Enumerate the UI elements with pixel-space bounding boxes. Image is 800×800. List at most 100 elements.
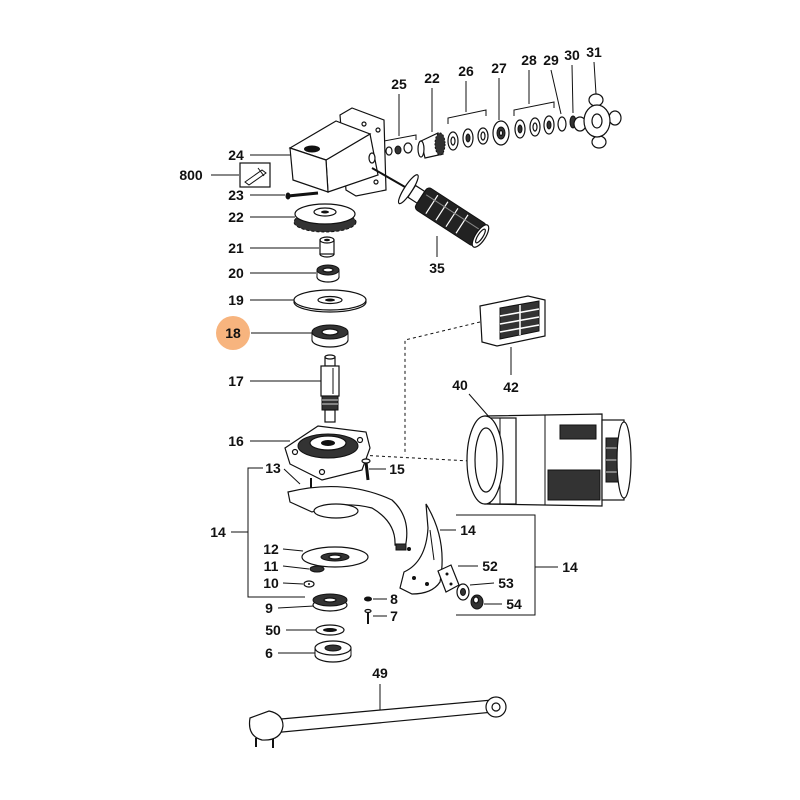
part-17-spindle: [320, 354, 340, 423]
part-40-motor-housing: [466, 413, 632, 507]
callout-7[interactable]: 7: [390, 608, 398, 624]
callout-24[interactable]: 24: [228, 147, 244, 163]
spindle-thread: [321, 395, 339, 411]
callout-800[interactable]: 800: [179, 167, 203, 183]
key-body: [309, 565, 325, 573]
part-14-guard-blade: [399, 503, 443, 595]
part-16-flange-housing: [284, 425, 371, 481]
washer: [394, 145, 402, 155]
spindle-body: [320, 365, 340, 397]
callout-25[interactable]: 25: [391, 76, 407, 92]
callout-17[interactable]: 17: [228, 373, 244, 389]
callout-15[interactable]: 15: [389, 461, 405, 477]
callout-31[interactable]: 31: [586, 44, 602, 60]
callout-21[interactable]: 21: [228, 240, 244, 256]
callout-29[interactable]: 29: [543, 52, 559, 68]
handle-stem: [371, 167, 406, 188]
motor-winding-shade: [559, 424, 597, 440]
housing-front-face: [289, 147, 329, 193]
mount-hole: [375, 127, 381, 133]
guard-opening: [313, 503, 359, 519]
callout-27[interactable]: 27: [491, 60, 507, 76]
motor-winding-shade: [547, 469, 601, 501]
leader-13: [283, 468, 301, 485]
screw-shaft: [364, 461, 370, 481]
callout-22-pinion[interactable]: 22: [424, 70, 440, 86]
leader-9: [277, 605, 315, 609]
callout-8[interactable]: 8: [390, 591, 398, 607]
callout-49[interactable]: 49: [372, 665, 388, 681]
callout-18[interactable]: 18: [225, 325, 241, 341]
nut: [364, 596, 372, 602]
callout-40[interactable]: 40: [452, 377, 468, 393]
callout-52[interactable]: 52: [482, 558, 498, 574]
callout-30[interactable]: 30: [564, 47, 580, 63]
mount-hole: [361, 121, 367, 127]
washer-hole: [308, 583, 310, 585]
screw-shaft: [287, 191, 319, 198]
callout-53[interactable]: 53: [498, 575, 514, 591]
ring-hole: [546, 120, 552, 130]
part-18-bearing: [311, 324, 349, 348]
grip-groove: [425, 194, 439, 214]
screw-head: [285, 192, 291, 200]
part-6-flange-nut: [314, 640, 352, 663]
part-24-gear-housing: [288, 107, 387, 197]
callout-11[interactable]: 11: [264, 558, 279, 574]
leader-40: [468, 393, 491, 419]
callout-23[interactable]: 23: [228, 187, 244, 203]
disc-bore: [325, 298, 335, 302]
washer: [385, 146, 393, 156]
part-22-bevel-gear: [293, 203, 357, 233]
part-31-flange-star: [573, 93, 622, 149]
part-11-key: [309, 565, 325, 573]
wrench-bar: [269, 699, 495, 734]
callout-14-mid[interactable]: 14: [460, 522, 476, 538]
callout-28[interactable]: 28: [521, 52, 537, 68]
callout-19[interactable]: 19: [228, 292, 244, 308]
ring-hole: [323, 628, 337, 632]
callout-14-left[interactable]: 14: [210, 524, 226, 540]
leader-30: [571, 64, 574, 114]
tool-icon-frame: [239, 162, 271, 188]
housing-bore: [368, 152, 376, 164]
bearing-bore: [498, 129, 504, 137]
part-21-nut: [319, 236, 335, 258]
callout-10[interactable]: 10: [263, 575, 279, 591]
housing-marking: [304, 145, 320, 153]
star-lobe: [588, 93, 604, 107]
callout-35[interactable]: 35: [429, 260, 445, 276]
cap-top: [472, 596, 480, 604]
bolt-hole: [356, 436, 364, 444]
callout-22[interactable]: 22: [228, 209, 244, 225]
callout-16[interactable]: 16: [228, 433, 244, 449]
plate: [437, 564, 460, 593]
guard-clamp: [395, 543, 407, 551]
ring-hole: [517, 124, 523, 134]
part-26-rings: [447, 127, 489, 151]
callout-14-right[interactable]: 14: [562, 559, 578, 575]
handle-body: [397, 174, 490, 248]
callout-6[interactable]: 6: [265, 645, 273, 661]
assembly-line-brush-cap: [404, 321, 481, 455]
callout-26[interactable]: 26: [458, 63, 474, 79]
callout-20[interactable]: 20: [228, 265, 244, 281]
callout-9[interactable]: 9: [265, 600, 273, 616]
part-49-pin-wrench: [248, 696, 507, 748]
star-hole: [591, 113, 603, 129]
bracket-28: [513, 101, 555, 116]
ring-hole: [465, 133, 471, 143]
callout-54[interactable]: 54: [506, 596, 522, 612]
callout-12[interactable]: 12: [263, 541, 279, 557]
star-lobe: [608, 110, 622, 126]
callout-50[interactable]: 50: [265, 622, 281, 638]
ring-hole: [532, 122, 538, 132]
callout-13[interactable]: 13: [265, 460, 281, 476]
callouts: 25 22 26 27 28 29 30 31 24 800 23 22 21 …: [179, 44, 602, 681]
blade-hole: [425, 582, 429, 586]
leader-12: [282, 548, 304, 552]
grip-groove: [455, 214, 469, 234]
callout-42[interactable]: 42: [503, 379, 519, 395]
pinion-shaft: [417, 140, 425, 158]
